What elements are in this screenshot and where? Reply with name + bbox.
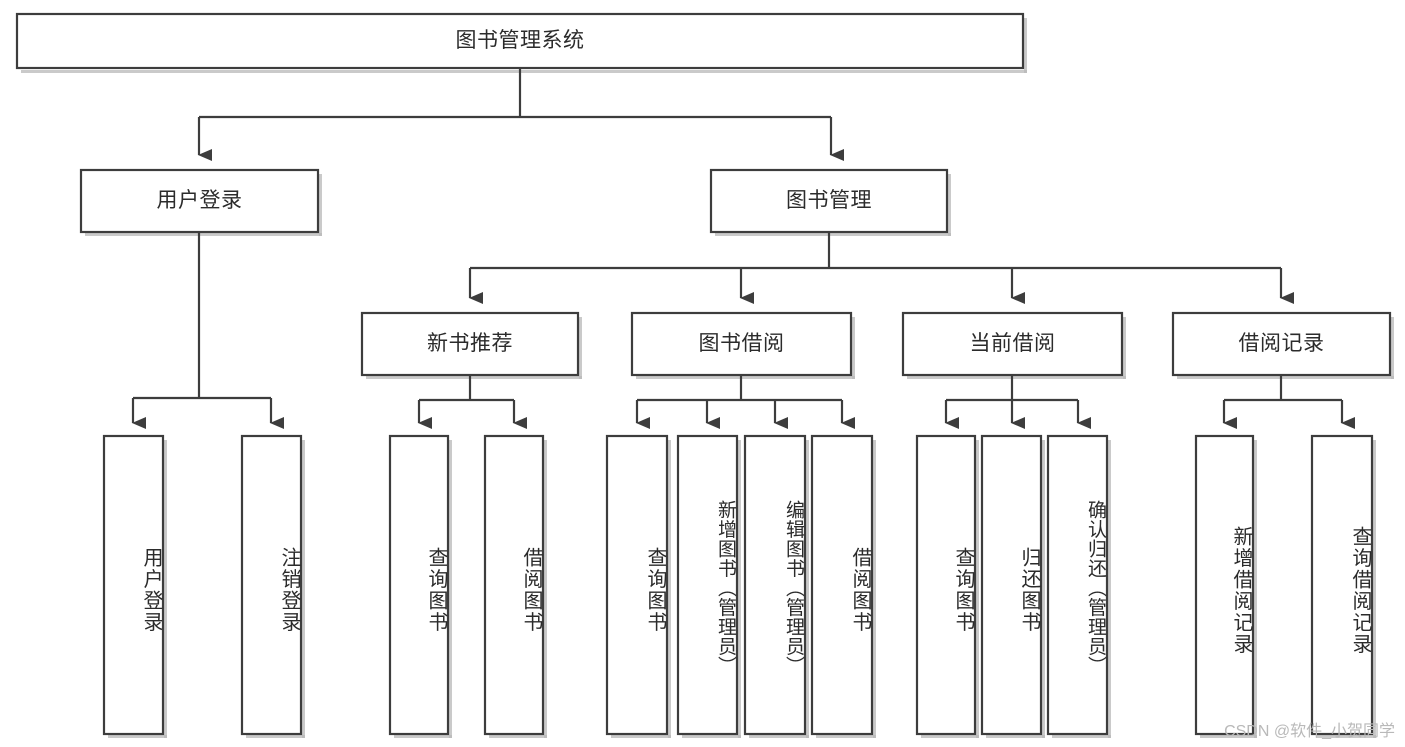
node-user-login[interactable] bbox=[79, 168, 320, 234]
node-leaf-borrow-book[interactable] bbox=[810, 434, 874, 736]
node-root[interactable] bbox=[15, 12, 1025, 70]
box-shadows bbox=[21, 18, 1394, 738]
node-leaf-borrow-book-rec[interactable] bbox=[483, 434, 545, 736]
node-leaf-return-book[interactable] bbox=[980, 434, 1043, 736]
node-leaf-confirm-return[interactable] bbox=[1046, 434, 1109, 736]
node-leaf-query-record[interactable] bbox=[1310, 434, 1374, 736]
node-new-book-recommend[interactable] bbox=[360, 311, 580, 377]
node-leaf-query-book-current[interactable] bbox=[915, 434, 977, 736]
node-boxes bbox=[15, 12, 1392, 736]
node-book-manage[interactable] bbox=[709, 168, 949, 234]
node-borrow-record[interactable] bbox=[1171, 311, 1392, 377]
node-current-borrow[interactable] bbox=[901, 311, 1124, 377]
node-leaf-user-login[interactable] bbox=[102, 434, 165, 736]
node-book-borrow[interactable] bbox=[630, 311, 853, 377]
node-leaf-query-book-rec[interactable] bbox=[388, 434, 450, 736]
node-leaf-user-logout[interactable] bbox=[240, 434, 303, 736]
connectors bbox=[131, 68, 1355, 429]
node-leaf-edit-book[interactable] bbox=[743, 434, 807, 736]
node-leaf-add-record[interactable] bbox=[1194, 434, 1255, 736]
node-leaf-query-book-borrow[interactable] bbox=[605, 434, 669, 736]
watermark-text: CSDN @软件_小贺同学 bbox=[1224, 723, 1395, 740]
node-leaf-add-book[interactable] bbox=[676, 434, 739, 736]
